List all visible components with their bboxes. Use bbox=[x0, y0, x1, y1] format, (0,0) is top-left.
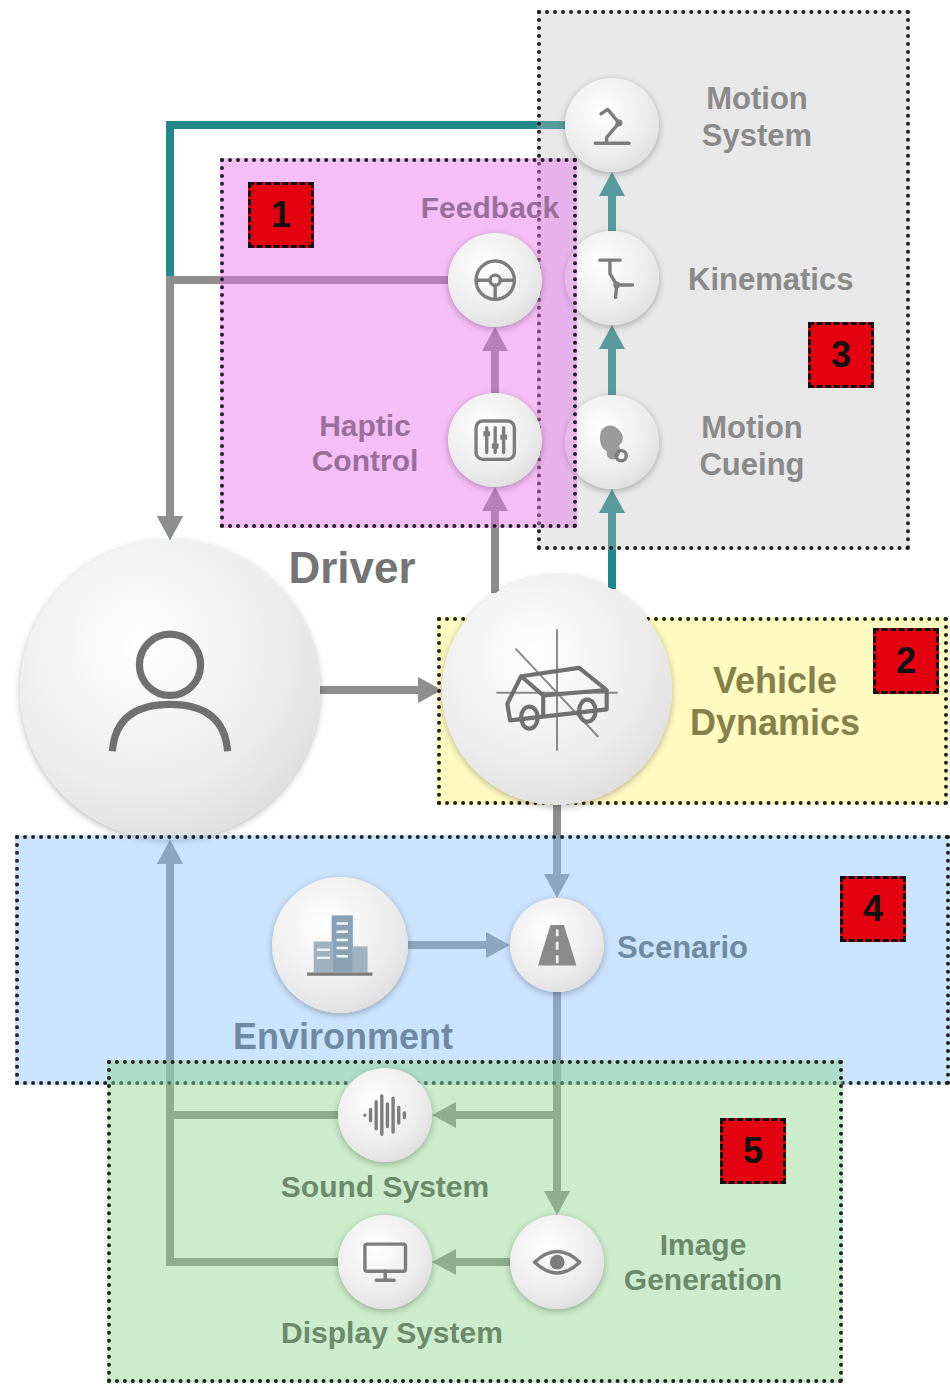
node-circle: Image Generation bbox=[510, 1215, 604, 1309]
sliders-icon bbox=[467, 412, 523, 468]
person-icon bbox=[80, 600, 260, 780]
wheel-icon bbox=[467, 252, 523, 308]
node-circle: Motion Cueing bbox=[565, 395, 659, 489]
kin-icon bbox=[584, 250, 640, 306]
node-circle: Haptic Control bbox=[448, 393, 542, 487]
node-label: Motion System bbox=[682, 81, 832, 154]
node-circle: Scenario bbox=[510, 898, 604, 992]
eye-icon bbox=[529, 1234, 585, 1290]
car-icon bbox=[488, 621, 626, 759]
arm-icon bbox=[584, 97, 640, 153]
node-circle: Sound System bbox=[338, 1068, 432, 1162]
callout-number: 1 bbox=[248, 182, 314, 248]
node-circle: Feedback bbox=[448, 233, 542, 327]
node-circle: Driver bbox=[20, 540, 320, 840]
node-label: Image Generation bbox=[603, 1227, 803, 1298]
sound-icon bbox=[357, 1087, 413, 1143]
node-label: Kinematics bbox=[688, 262, 853, 299]
node-label: Feedback bbox=[421, 190, 559, 225]
node-label: Environment bbox=[233, 1016, 453, 1058]
node-label: Driver bbox=[288, 542, 415, 594]
region-band: 3 Motion SystemKinematicsMotion Cueing bbox=[537, 10, 910, 550]
connector-line bbox=[320, 686, 424, 694]
arrow-head bbox=[157, 516, 183, 540]
node-circle: Vehicle Dynamics bbox=[442, 575, 672, 805]
buildings-icon bbox=[299, 904, 381, 986]
callout-number: 3 bbox=[808, 322, 874, 388]
region-band: 1FeedbackHaptic Control bbox=[220, 158, 577, 528]
node-label: Vehicle Dynamics bbox=[675, 660, 875, 745]
callout-number: 4 bbox=[840, 876, 906, 942]
node-label: Sound System bbox=[281, 1169, 489, 1204]
arrow-head bbox=[157, 516, 183, 540]
road-icon bbox=[529, 917, 585, 973]
region-band: 4EnvironmentScenario bbox=[15, 835, 950, 1085]
callout-number: 5 bbox=[720, 1118, 786, 1184]
cueing-icon bbox=[584, 414, 640, 470]
node-circle: Environment bbox=[272, 877, 408, 1013]
node-label: Scenario bbox=[617, 930, 748, 967]
node-circle: Display System bbox=[338, 1215, 432, 1309]
node-label: Display System bbox=[281, 1315, 503, 1350]
node-label: Haptic Control bbox=[280, 408, 450, 479]
node-label: Motion Cueing bbox=[677, 410, 827, 483]
monitor-icon bbox=[357, 1234, 413, 1290]
callout-number: 2 bbox=[873, 628, 939, 694]
region-band: 5Sound SystemImage GenerationDisplay Sys… bbox=[107, 1060, 843, 1383]
flow-arrow bbox=[320, 677, 442, 703]
node-circle: Motion System bbox=[565, 78, 659, 172]
region-band: 2Vehicle Dynamics bbox=[437, 617, 948, 805]
node-circle: Kinematics bbox=[565, 231, 659, 325]
